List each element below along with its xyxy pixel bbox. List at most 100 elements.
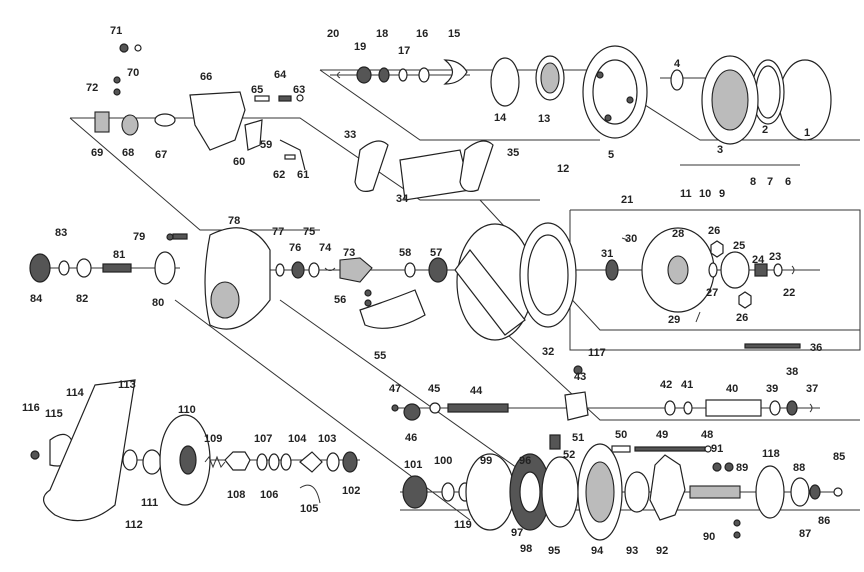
label-87: 87 xyxy=(799,528,811,540)
label-21: 21 xyxy=(621,194,633,206)
label-24: 24 xyxy=(752,254,765,266)
label-118: 118 xyxy=(762,448,780,460)
label-26-bottom: 26 xyxy=(736,312,748,324)
label-55: 55 xyxy=(374,350,386,362)
label-36: 36 xyxy=(810,342,822,354)
label-61: 61 xyxy=(297,169,309,181)
label-83: 83 xyxy=(55,227,67,239)
label-5: 5 xyxy=(608,149,614,161)
label-113: 113 xyxy=(118,379,136,391)
label-16: 16 xyxy=(416,28,428,40)
label-49: 49 xyxy=(656,429,668,441)
label-101: 101 xyxy=(404,459,422,471)
label-89: 89 xyxy=(736,462,748,474)
label-110: 110 xyxy=(178,404,196,416)
level-wind-assembly xyxy=(391,365,813,453)
label-17: 17 xyxy=(398,45,410,57)
label-1: 1 xyxy=(804,127,810,139)
label-68: 68 xyxy=(122,147,134,159)
label-52: 52 xyxy=(563,449,575,461)
label-93: 93 xyxy=(626,545,638,557)
label-104: 104 xyxy=(288,433,307,445)
label-74: 74 xyxy=(319,242,332,254)
label-111: 111 xyxy=(141,497,158,509)
label-117: 117 xyxy=(588,347,606,359)
label-18: 18 xyxy=(376,28,388,40)
label-102: 102 xyxy=(342,485,360,497)
label-51: 51 xyxy=(572,432,584,444)
label-15: 15 xyxy=(448,28,460,40)
label-14: 14 xyxy=(494,112,507,124)
label-8: 8 xyxy=(750,176,756,188)
label-27: 27 xyxy=(706,287,718,299)
label-105: 105 xyxy=(300,503,318,515)
label-67: 67 xyxy=(155,149,167,161)
label-29: 29 xyxy=(668,314,680,326)
label-38: 38 xyxy=(786,366,798,378)
label-100: 100 xyxy=(434,455,452,467)
label-59: 59 xyxy=(260,139,272,151)
label-12: 12 xyxy=(557,163,569,175)
label-86: 86 xyxy=(818,515,830,527)
label-4: 4 xyxy=(674,58,681,70)
label-92: 92 xyxy=(656,545,668,557)
label-90: 90 xyxy=(703,531,715,543)
label-85: 85 xyxy=(833,451,845,463)
label-108: 108 xyxy=(227,489,245,501)
label-34: 34 xyxy=(396,193,409,205)
label-96: 96 xyxy=(519,455,531,467)
label-103: 103 xyxy=(318,433,336,445)
label-84: 84 xyxy=(30,293,43,305)
label-109: 109 xyxy=(204,433,222,445)
label-25: 25 xyxy=(733,240,745,252)
label-72: 72 xyxy=(86,82,98,94)
label-95: 95 xyxy=(548,545,560,557)
label-11: 11 xyxy=(680,188,692,200)
part-labels: 1 2 3 4 5 6 7 8 9 10 11 12 13 14 15 16 1… xyxy=(22,25,845,557)
label-97: 97 xyxy=(511,527,523,539)
label-82: 82 xyxy=(76,293,88,305)
label-57: 57 xyxy=(430,247,442,259)
label-22: 22 xyxy=(783,287,795,299)
label-44: 44 xyxy=(470,385,483,397)
label-62: 62 xyxy=(273,169,285,181)
label-76: 76 xyxy=(289,242,301,254)
label-66: 66 xyxy=(200,71,212,83)
label-60: 60 xyxy=(233,156,245,168)
label-91: 91 xyxy=(711,443,723,455)
label-99: 99 xyxy=(480,455,492,467)
label-9: 9 xyxy=(719,188,725,200)
label-31: 31 xyxy=(601,248,613,260)
label-69: 69 xyxy=(91,147,103,159)
handle-assembly xyxy=(30,379,358,522)
label-116: 116 xyxy=(22,402,40,414)
side-plate-assembly xyxy=(29,227,448,330)
label-10: 10 xyxy=(699,188,711,200)
label-3: 3 xyxy=(717,144,723,156)
label-39: 39 xyxy=(766,383,778,395)
label-98: 98 xyxy=(520,543,532,555)
label-112: 112 xyxy=(125,519,143,531)
label-94: 94 xyxy=(591,545,604,557)
label-81: 81 xyxy=(113,249,125,261)
label-40: 40 xyxy=(726,383,738,395)
label-119: 119 xyxy=(454,519,472,531)
label-23: 23 xyxy=(769,251,781,263)
label-79: 79 xyxy=(133,231,145,243)
label-26-top: 26 xyxy=(708,225,720,237)
label-70: 70 xyxy=(127,67,139,79)
label-35: 35 xyxy=(507,147,519,159)
clicker-assembly xyxy=(94,43,306,171)
label-77: 77 xyxy=(272,226,284,238)
label-114: 114 xyxy=(66,387,85,399)
label-28: 28 xyxy=(672,228,684,240)
label-41: 41 xyxy=(681,379,693,391)
spool-assembly xyxy=(605,227,801,349)
label-42: 42 xyxy=(660,379,672,391)
label-107: 107 xyxy=(254,433,272,445)
side-cover-assembly xyxy=(337,45,832,145)
label-78: 78 xyxy=(228,215,240,227)
label-43: 43 xyxy=(574,371,586,383)
label-32: 32 xyxy=(542,346,554,358)
